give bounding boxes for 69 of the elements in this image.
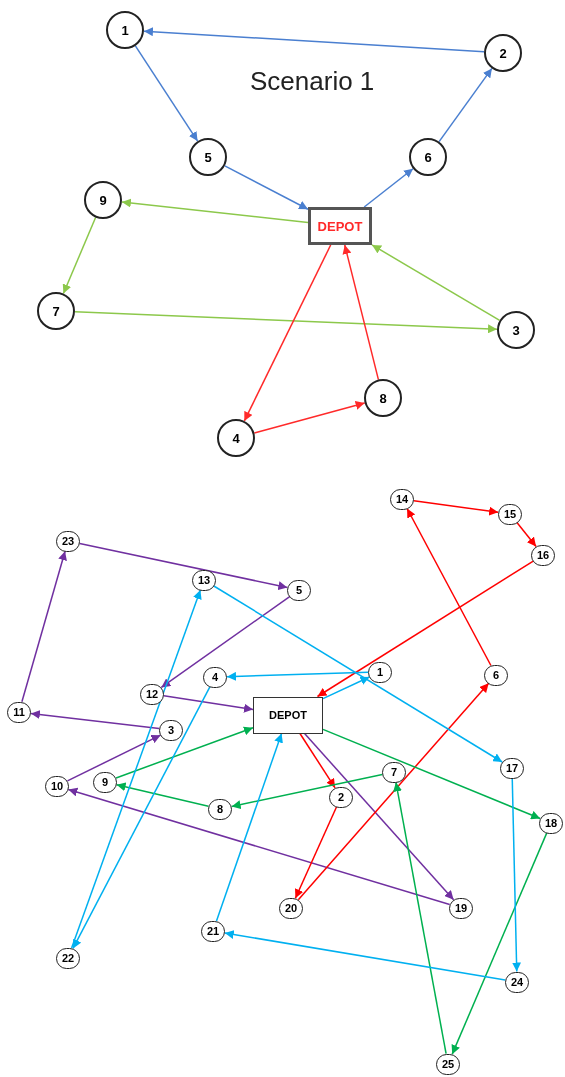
stop-label: 2 bbox=[337, 791, 345, 803]
route-arrow bbox=[393, 781, 447, 1055]
route-arrow bbox=[294, 806, 338, 899]
route-arrow bbox=[67, 787, 451, 906]
route-arrow bbox=[363, 167, 414, 208]
route-arrow bbox=[316, 560, 534, 698]
route-arrow bbox=[413, 499, 499, 516]
stop-label: 24 bbox=[510, 976, 524, 988]
stop-label: DEPOT bbox=[317, 219, 363, 233]
route-arrow bbox=[226, 671, 369, 681]
route-arrow bbox=[230, 773, 384, 810]
stop-label: 1 bbox=[121, 23, 129, 37]
stop-label: 9 bbox=[99, 193, 107, 207]
stop-label: 6 bbox=[492, 669, 500, 681]
route-arrow bbox=[70, 589, 202, 949]
stop-label: 6 bbox=[424, 150, 432, 164]
route-arrow bbox=[78, 542, 289, 591]
route-arrow bbox=[143, 27, 485, 53]
stop-label: 4 bbox=[232, 431, 240, 445]
stop-label: 22 bbox=[61, 952, 75, 964]
route-arrow bbox=[342, 244, 380, 381]
stop-label: 13 bbox=[197, 574, 211, 586]
stop-label: 15 bbox=[503, 508, 517, 520]
stop-label: 16 bbox=[536, 549, 550, 561]
stop-label: 8 bbox=[379, 391, 387, 405]
stop-label: 3 bbox=[167, 724, 175, 736]
route-arrow bbox=[322, 728, 541, 820]
route-arrow bbox=[303, 732, 455, 901]
route-arrow bbox=[115, 782, 210, 808]
stop-label: 3 bbox=[512, 323, 520, 337]
stop-label: 11 bbox=[13, 706, 25, 718]
route-arrow bbox=[224, 165, 309, 210]
route-arrow bbox=[163, 695, 254, 713]
route-arrow bbox=[224, 930, 506, 981]
route-arrow bbox=[299, 732, 336, 789]
stop-label: 12 bbox=[145, 688, 159, 700]
stop-label: 19 bbox=[454, 902, 468, 914]
route-arrow bbox=[30, 710, 160, 730]
stop-label: 21 bbox=[206, 925, 220, 937]
stop-label: 9 bbox=[101, 776, 109, 788]
route-arrow bbox=[74, 311, 498, 334]
route-arrow bbox=[115, 726, 254, 779]
route-arrow bbox=[213, 585, 503, 763]
route-arrow bbox=[160, 595, 291, 689]
stop-label: 18 bbox=[544, 817, 558, 829]
stop-label: 10 bbox=[50, 780, 64, 792]
stop-label: 5 bbox=[204, 150, 212, 164]
stop-label: 5 bbox=[295, 584, 303, 596]
stop-label: 14 bbox=[395, 493, 409, 505]
stop-label: 2 bbox=[499, 46, 507, 60]
stop-label: 23 bbox=[61, 535, 75, 547]
scenario-title: Scenario 1 bbox=[250, 65, 375, 98]
stop-label: 25 bbox=[441, 1058, 455, 1070]
route-arrow bbox=[21, 550, 67, 703]
route-arrow bbox=[511, 777, 522, 973]
route-arrow bbox=[215, 732, 283, 922]
stop-label: 7 bbox=[52, 304, 60, 318]
route-arrow bbox=[121, 198, 309, 224]
stop-label: DEPOT bbox=[269, 709, 307, 721]
stop-label: 1 bbox=[376, 666, 384, 678]
stop-label: 17 bbox=[505, 762, 519, 774]
stop-label: 20 bbox=[284, 902, 298, 914]
stop-label: 7 bbox=[390, 766, 398, 778]
depot-box bbox=[253, 696, 323, 734]
stop-label: 8 bbox=[216, 803, 224, 815]
stop-label: 4 bbox=[211, 671, 219, 683]
depot-box bbox=[308, 207, 372, 245]
route-arrow bbox=[243, 244, 332, 422]
route-arrow bbox=[451, 832, 548, 1055]
